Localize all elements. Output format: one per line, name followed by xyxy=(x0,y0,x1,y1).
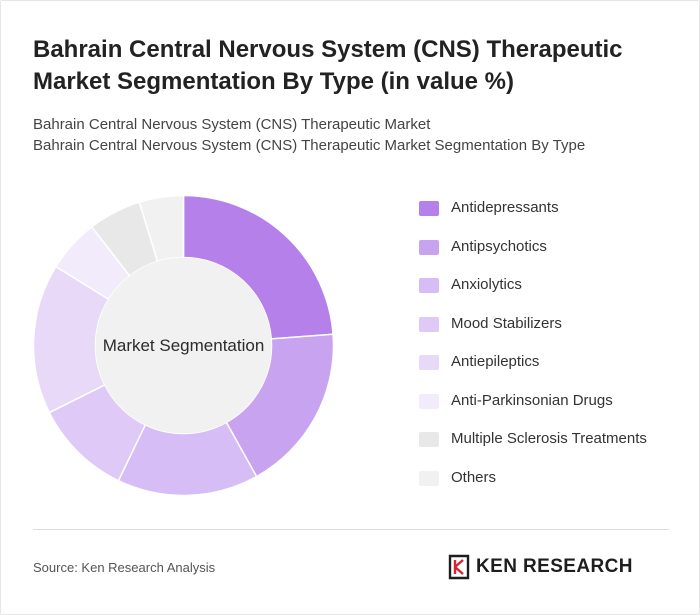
donut-slices xyxy=(32,194,335,497)
legend-label: Antipsychotics xyxy=(451,237,547,255)
legend-label: Anxiolytics xyxy=(451,276,522,293)
chart-subtitle: Bahrain Central Nervous System (CNS) The… xyxy=(33,114,673,156)
legend-item: Multiple Sclerosis Treatments xyxy=(419,429,689,468)
legend-label: Others xyxy=(451,468,497,486)
source-note: Source: Ken Research Analysis xyxy=(33,560,216,575)
chart-title: Bahrain Central Nervous System (CNS) The… xyxy=(33,36,623,95)
footer-divider xyxy=(33,529,669,530)
subtitle-line-2: Bahrain Central Nervous System (CNS) The… xyxy=(33,137,586,154)
legend-item: Anti-Parkinsonian Drugs xyxy=(419,391,689,430)
ken-research-logo: KEN RESEARCH xyxy=(448,554,633,580)
legend-label: Multiple Sclerosis Treatments xyxy=(451,430,647,447)
legend-item: Antidepressants xyxy=(419,198,689,237)
legend-item: Others xyxy=(419,468,689,507)
donut-center xyxy=(95,257,272,434)
legend-swatch xyxy=(419,239,439,255)
legend-item: Antiepileptics xyxy=(419,352,689,391)
legend-label: Mood Stabilizers xyxy=(451,314,562,332)
legend-swatch xyxy=(419,355,439,370)
legend-swatch xyxy=(419,432,439,447)
legend-swatch xyxy=(419,316,439,332)
legend-swatch xyxy=(419,393,439,409)
legend-item: Antipsychotics xyxy=(419,237,689,276)
donut-chart: Market Segmentation xyxy=(32,194,335,497)
legend-item: Mood Stabilizers xyxy=(419,314,689,353)
legend-swatch xyxy=(419,470,439,486)
legend-swatch xyxy=(419,278,439,293)
legend-item: Anxiolytics xyxy=(419,275,689,314)
subtitle-line-1: Bahrain Central Nervous System (CNS) The… xyxy=(33,116,431,133)
legend-label: Antiepileptics xyxy=(451,353,540,370)
donut-center-label: Market Segmentation xyxy=(103,336,265,355)
legend-swatch xyxy=(419,201,439,216)
ken-research-logo-text: KEN RESEARCH xyxy=(476,556,633,577)
legend-label: Antidepressants xyxy=(451,199,559,216)
legend-label: Anti-Parkinsonian Drugs xyxy=(451,391,613,409)
ken-research-logo-icon xyxy=(448,554,470,580)
